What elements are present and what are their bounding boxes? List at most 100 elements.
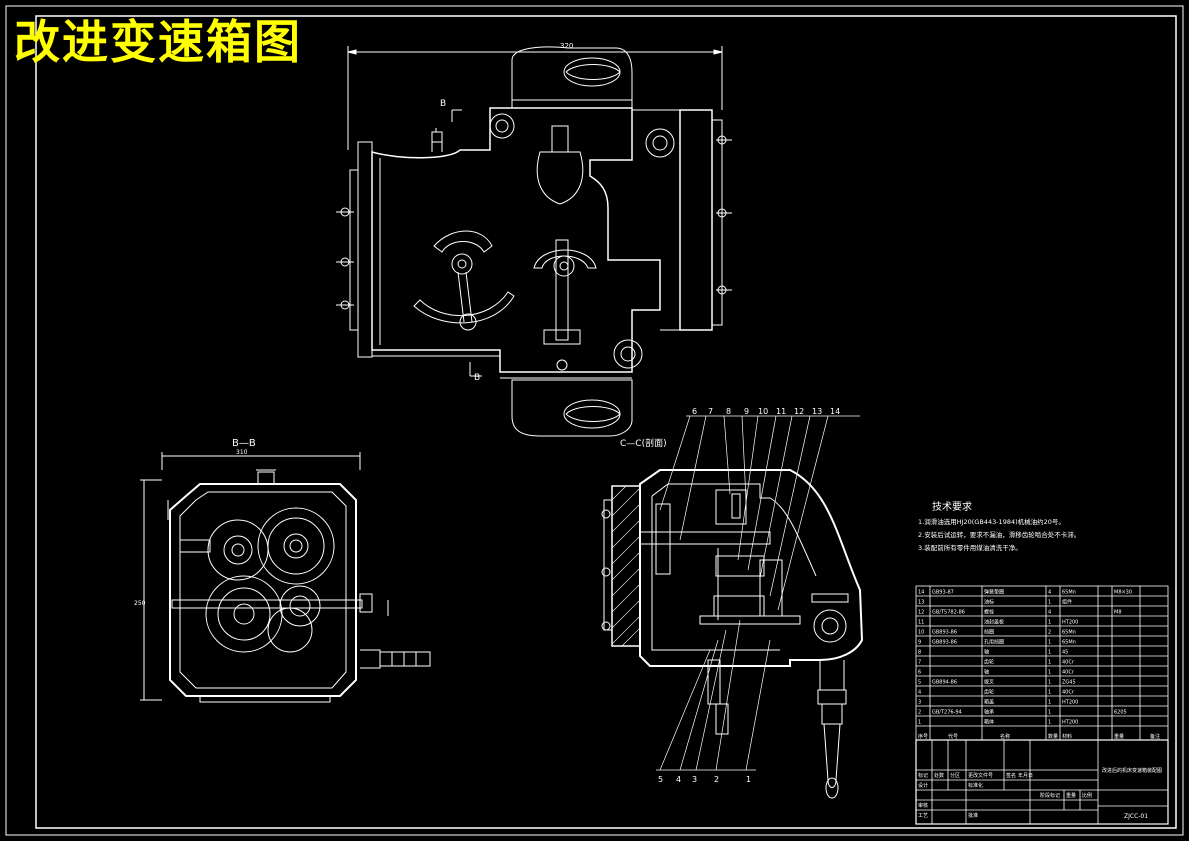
parts-cell-name: 孔用挡圈 bbox=[984, 639, 1004, 646]
parts-cell-name: 轴 bbox=[984, 649, 989, 656]
parts-cell-mat: 45 bbox=[1062, 650, 1068, 656]
parts-cell-name: 箱盖 bbox=[984, 699, 994, 706]
parts-cell-mat: HT200 bbox=[1062, 720, 1078, 726]
title-block-label-change: 更改文件号 bbox=[968, 772, 993, 779]
parts-cell-mat: 65Mn bbox=[1062, 640, 1076, 646]
parts-cell-qty: 4 bbox=[1048, 590, 1051, 596]
callout-top-11: 11 bbox=[776, 407, 786, 416]
callout-bottom-5: 5 bbox=[658, 775, 663, 784]
outer-border bbox=[5, 5, 1184, 836]
parts-header-cell: 代号 bbox=[948, 733, 958, 740]
callout-bottom-2: 2 bbox=[714, 775, 719, 784]
parts-cell-name: 挡圈 bbox=[984, 629, 994, 636]
parts-cell-code: GB/T276-94 bbox=[932, 710, 962, 716]
drawing-title: 改进变速箱图 bbox=[14, 15, 302, 69]
parts-cell-qty: 1 bbox=[1048, 690, 1051, 696]
parts-cell-no: 1 bbox=[918, 720, 921, 726]
parts-cell-no: 13 bbox=[918, 600, 924, 606]
parts-header-cell: 名称 bbox=[1000, 733, 1010, 740]
parts-cell-name: 螺栓 bbox=[984, 609, 994, 616]
title-block-drawing-number: ZJCC-01 bbox=[1124, 813, 1148, 820]
parts-cell-note: M8×30 bbox=[1114, 590, 1132, 596]
parts-cell-mat: 40Cr bbox=[1062, 690, 1075, 696]
parts-cell-no: 5 bbox=[918, 680, 921, 686]
parts-cell-no: 12 bbox=[918, 610, 924, 616]
parts-cell-name: 轴 bbox=[984, 669, 989, 676]
parts-cell-no: 2 bbox=[918, 710, 921, 716]
title-block-label-sign: 签名 bbox=[1006, 772, 1016, 779]
callout-bottom-3: 3 bbox=[692, 775, 697, 784]
parts-cell-code: GB894-86 bbox=[932, 680, 957, 686]
parts-cell-name: 弹簧垫圈 bbox=[984, 589, 1004, 596]
parts-cell-qty: 1 bbox=[1048, 680, 1051, 686]
bb-width-dimension: 310 bbox=[236, 449, 248, 456]
parts-cell-code: GB/T5782-86 bbox=[932, 610, 965, 616]
parts-cell-qty: 2 bbox=[1048, 630, 1051, 636]
parts-cell-mat: HT200 bbox=[1062, 620, 1078, 626]
parts-cell-no: 3 bbox=[918, 700, 921, 706]
callout-top-10: 10 bbox=[758, 407, 768, 416]
parts-cell-qty: 1 bbox=[1048, 720, 1051, 726]
title-block-label-design: 设计 bbox=[918, 782, 928, 789]
inner-border bbox=[35, 15, 1177, 829]
parts-cell-no: 11 bbox=[918, 620, 924, 626]
parts-cell-qty: 1 bbox=[1048, 620, 1051, 626]
parts-cell-name: 拨叉 bbox=[984, 679, 994, 686]
parts-cell-no: 4 bbox=[918, 690, 921, 696]
parts-cell-mat: 40Cr bbox=[1062, 670, 1075, 676]
parts-cell-no: 10 bbox=[918, 630, 924, 636]
bb-height-dimension: 250 bbox=[134, 600, 146, 607]
parts-cell-no: 6 bbox=[918, 670, 921, 676]
parts-cell-qty: 1 bbox=[1048, 600, 1051, 606]
tech-item-2: 2.安装后试运转，要求不漏油，滑移齿轮啮合处不卡滞。 bbox=[918, 530, 1080, 539]
parts-cell-name: 箱体 bbox=[984, 719, 994, 726]
parts-cell-name: 齿轮 bbox=[984, 689, 994, 696]
section-cc-view: C—C(剖面) bbox=[601, 407, 864, 799]
parts-cell-no: 7 bbox=[918, 660, 921, 666]
title-block-label-zone: 分区 bbox=[950, 772, 960, 779]
parts-cell-name: 齿轮 bbox=[984, 659, 994, 666]
callout-top-13: 13 bbox=[812, 407, 822, 416]
parts-cell-mat: 65Mn bbox=[1062, 590, 1076, 596]
parts-cell-no: 9 bbox=[918, 640, 921, 646]
parts-header-cell: 材料 bbox=[1062, 733, 1072, 740]
title-block-label-weight: 重量 bbox=[1066, 792, 1076, 799]
callout-bottom-4: 4 bbox=[676, 775, 681, 784]
parts-cell-mat: ZG45 bbox=[1062, 680, 1076, 686]
title-block: 改进后的机床变速箱装配图 ZJCC-01 标记 处数 分区 更改文件号 签名 年… bbox=[915, 739, 1169, 825]
parts-header-cell: 数量 bbox=[1048, 733, 1058, 740]
parts-cell-note: 6205 bbox=[1114, 710, 1127, 716]
callout-top-9: 9 bbox=[744, 407, 749, 416]
parts-cell-mat: 组件 bbox=[1062, 599, 1072, 606]
parts-header-cell: 备注 bbox=[1150, 733, 1160, 740]
tech-item-3: 3.装配前所有零件用煤油清洗干净。 bbox=[918, 543, 1022, 552]
parts-cell-name: 油封盖板 bbox=[984, 619, 1004, 626]
section-b-bottom: B bbox=[474, 373, 480, 383]
callout-top-7: 7 bbox=[708, 407, 713, 416]
parts-cell-code: GB93-87 bbox=[932, 590, 954, 596]
parts-cell-name: 油标 bbox=[984, 599, 994, 606]
parts-cell-mat: HT200 bbox=[1062, 700, 1078, 706]
title-block-label-process: 工艺 bbox=[918, 813, 928, 819]
callout-top-6: 6 bbox=[692, 407, 697, 416]
parts-cell-qty: 1 bbox=[1048, 670, 1051, 676]
parts-cell-note: M8 bbox=[1114, 610, 1122, 616]
top-width-dimension: 320 bbox=[560, 42, 573, 50]
parts-header-cell: 重量 bbox=[1114, 733, 1124, 740]
parts-cell-qty: 1 bbox=[1048, 640, 1051, 646]
tech-requirements: 技术要求 1.润滑油选用HJ20(GB443-1984)机械油约20号。 2.安… bbox=[918, 500, 1080, 552]
tech-heading: 技术要求 bbox=[932, 500, 972, 513]
title-block-label-scale: 比例 bbox=[1082, 792, 1092, 799]
parts-cell-qty: 1 bbox=[1048, 700, 1051, 706]
title-block-label-mark: 标记 bbox=[918, 772, 928, 779]
title-block-label-approve: 批准 bbox=[968, 812, 978, 819]
section-cc-label: C—C(剖面) bbox=[620, 437, 667, 449]
title-block-label-standard: 标准化 bbox=[968, 782, 983, 789]
parts-cell-code: GB893-86 bbox=[932, 630, 957, 636]
title-block-label-date: 年月日 bbox=[1018, 772, 1033, 779]
parts-cell-qty: 1 bbox=[1048, 650, 1051, 656]
callout-top-12: 12 bbox=[794, 407, 804, 416]
parts-header-cell: 序号 bbox=[918, 733, 928, 740]
